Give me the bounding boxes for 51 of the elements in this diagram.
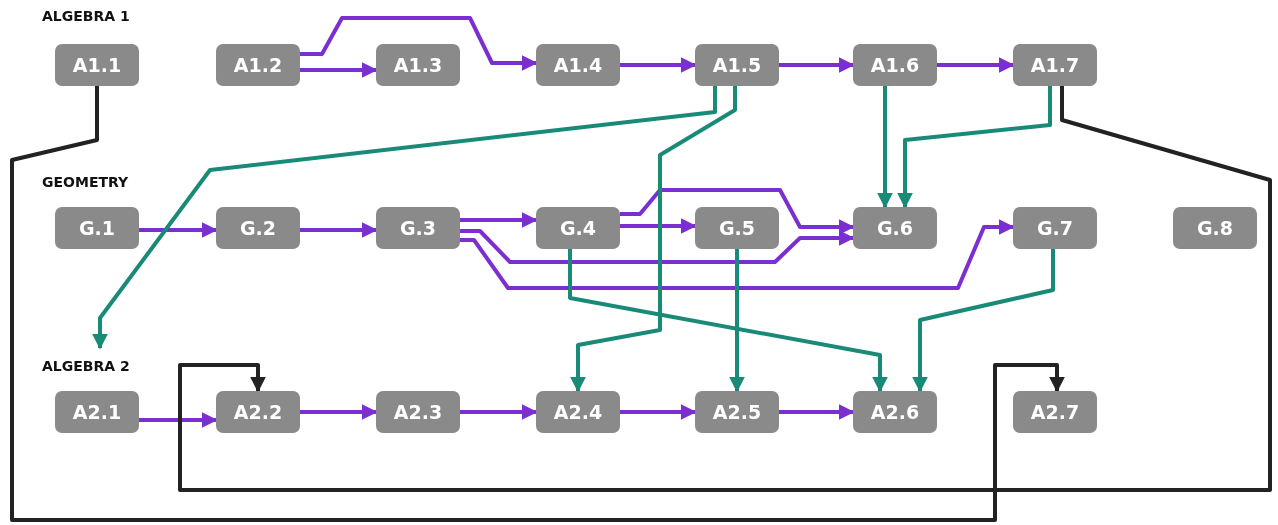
- arrow: [10, 86, 1065, 522]
- course-box: A2.5: [695, 391, 779, 433]
- arrow: [300, 222, 378, 238]
- course-box: A2.6: [853, 391, 937, 433]
- course-box: A1.5: [695, 44, 779, 86]
- course-box: A2.3: [376, 391, 460, 433]
- arrow: [139, 222, 218, 238]
- arrow: [178, 86, 1272, 492]
- arrow: [897, 86, 1052, 209]
- arrow: [300, 62, 378, 78]
- arrow: [779, 57, 855, 73]
- course-box: A2.4: [536, 391, 620, 433]
- section-heading: GEOMETRY: [42, 174, 129, 190]
- course-box: A2.1: [55, 391, 139, 433]
- course-box: A1.2: [216, 44, 300, 86]
- arrow: [620, 218, 697, 234]
- arrow: [300, 404, 378, 420]
- course-box: G.7: [1013, 207, 1097, 249]
- arrow: [620, 404, 697, 420]
- arrow: [460, 212, 538, 228]
- course-box: A2.7: [1013, 391, 1097, 433]
- course-box: G.4: [536, 207, 620, 249]
- arrow: [568, 249, 888, 393]
- arrow: [912, 249, 1055, 393]
- arrow: [877, 86, 893, 209]
- arrow: [139, 412, 218, 428]
- course-box: A1.1: [55, 44, 139, 86]
- course-box: G.2: [216, 207, 300, 249]
- arrow: [620, 57, 697, 73]
- arrow: [460, 219, 1015, 290]
- arrow: [779, 404, 855, 420]
- arrow: [937, 57, 1015, 73]
- course-box: A1.4: [536, 44, 620, 86]
- arrow: [460, 404, 538, 420]
- arrow: [570, 86, 737, 393]
- course-box: A1.7: [1013, 44, 1097, 86]
- section-heading: ALGEBRA 1: [42, 8, 130, 24]
- arrow: [92, 86, 717, 350]
- arrow: [620, 188, 855, 235]
- course-box: G.3: [376, 207, 460, 249]
- course-box: A1.3: [376, 44, 460, 86]
- course-box: A2.2: [216, 391, 300, 433]
- course-box: A1.6: [853, 44, 937, 86]
- course-box: G.6: [853, 207, 937, 249]
- arrow: [729, 249, 745, 393]
- course-box: G.1: [55, 207, 139, 249]
- arrow: [460, 229, 855, 264]
- arrow: [300, 16, 538, 71]
- section-heading: ALGEBRA 2: [42, 358, 130, 374]
- course-box: G.5: [695, 207, 779, 249]
- course-box: G.8: [1173, 207, 1257, 249]
